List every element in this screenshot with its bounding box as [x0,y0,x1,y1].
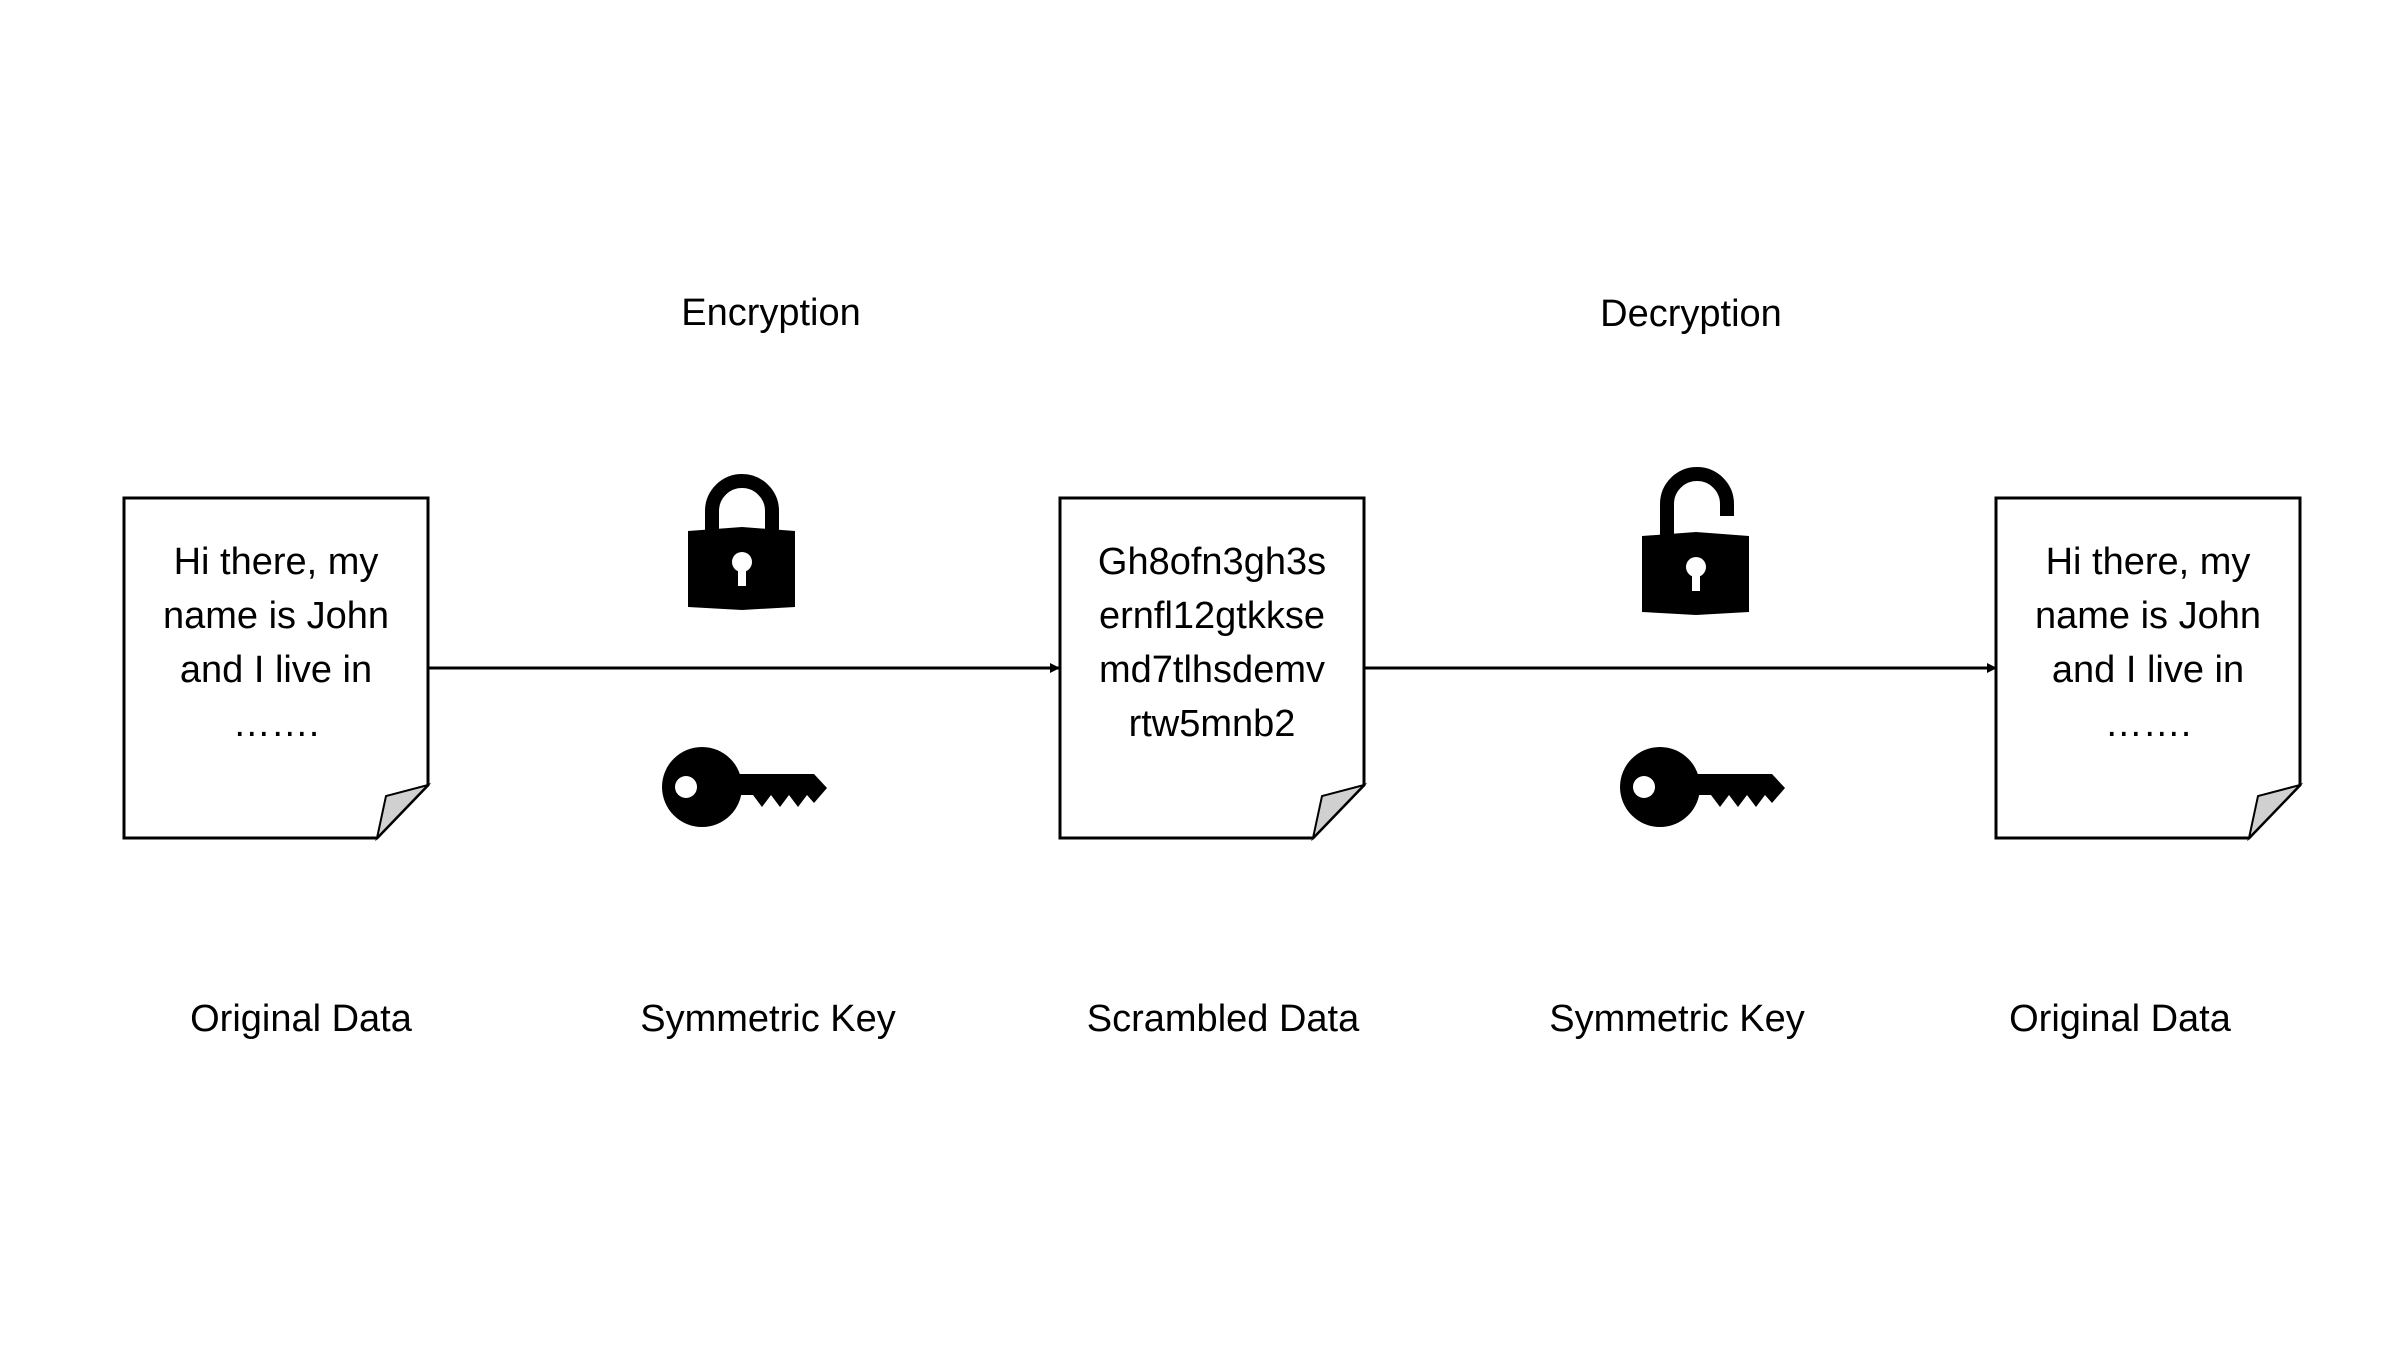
document-line: md7tlhsdemv [1099,649,1325,691]
lock-closed-icon [688,474,795,610]
scrambled-data-caption: Scrambled Data [1086,998,1360,1040]
document-line: Gh8ofn3gh3s [1097,541,1327,583]
document-line: ……. [232,703,320,745]
symmetric-key-caption: Symmetric Key [1549,998,1805,1040]
encryption-label: Encryption [681,292,861,334]
key-icon [1620,747,1785,827]
symmetric-key-caption: Symmetric Key [640,998,896,1040]
original-document-text: Hi there, my name is John and I live in … [124,535,428,751]
document-line: name is John [2034,595,2261,637]
document-line: Hi there, my [173,541,379,583]
scrambled-document-text: Gh8ofn3gh3s ernfl12gtkkse md7tlhsdemv rt… [1060,535,1364,751]
document-line: rtw5mnb2 [1128,703,1296,745]
decryption-label: Decryption [1600,293,1782,335]
key-icon [662,747,827,827]
document-line: ernfl12gtkkse [1098,595,1325,637]
document-line: Hi there, my [2045,541,2251,583]
original-data-caption: Original Data [190,998,412,1040]
decrypted-document-text: Hi there, my name is John and I live in … [1996,535,2300,751]
document-line: and I live in [179,649,373,691]
original-data-caption: Original Data [2009,998,2231,1040]
document-line: and I live in [2051,649,2245,691]
document-line: ……. [2104,703,2192,745]
lock-open-icon [1642,467,1749,615]
document-line: name is John [162,595,389,637]
